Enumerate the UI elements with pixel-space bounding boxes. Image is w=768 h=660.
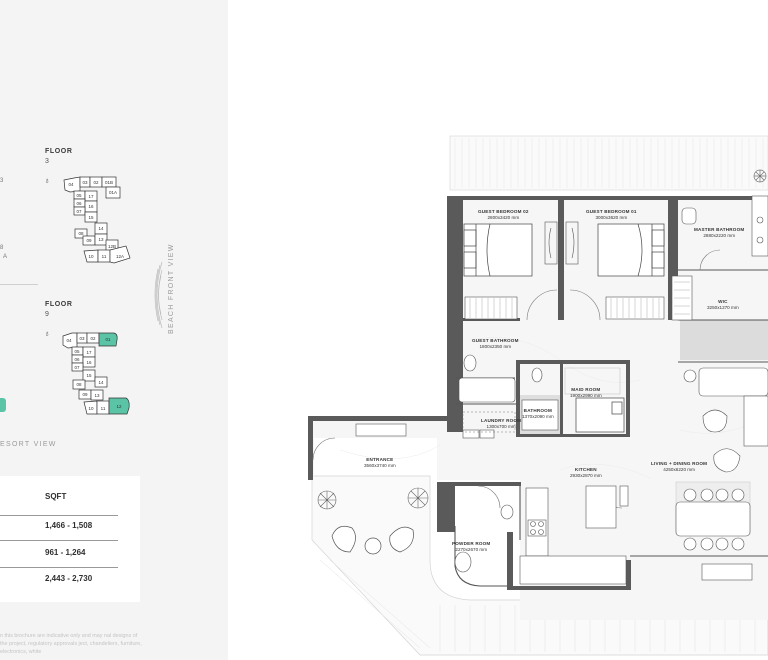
svg-text:17: 17 <box>86 350 92 355</box>
door-icon <box>312 249 721 509</box>
svg-text:06: 06 <box>76 201 82 206</box>
svg-text:04: 04 <box>66 338 72 343</box>
compass-icon: ♁ <box>44 176 50 185</box>
floor-selector-panel: 3 8 A FLOOR 3 ♁ <box>0 0 228 660</box>
edge-fragment: 3 <box>0 178 4 184</box>
floor-number: 3 <box>45 158 49 165</box>
edge-fragment: 8 <box>0 245 4 251</box>
svg-text:16: 16 <box>86 360 92 365</box>
svg-text:01B: 01B <box>105 180 113 185</box>
unit-13 <box>94 233 108 246</box>
svg-text:15: 15 <box>88 215 94 220</box>
svg-text:07: 07 <box>76 209 82 214</box>
unit-highlight-fragment <box>0 398 6 412</box>
svg-text:12B: 12B <box>108 244 116 249</box>
svg-text:08: 08 <box>78 231 84 236</box>
svg-text:02: 02 <box>93 180 99 185</box>
svg-text:03: 03 <box>79 336 85 341</box>
unit-07 <box>73 206 86 216</box>
svg-text:09: 09 <box>86 238 92 243</box>
svg-text:13: 13 <box>98 237 104 242</box>
resort-view-label: ESORT VIEW <box>0 441 57 448</box>
bed-icon <box>463 223 665 277</box>
table-row: 961 - 1,264 <box>45 548 86 557</box>
svg-text:01A: 01A <box>109 190 117 195</box>
unit-01 <box>98 332 118 347</box>
unit-16 <box>82 356 96 368</box>
floor-number: 9 <box>45 311 49 318</box>
floor-3-keyplan[interactable]: 04 03 02 01B 01A 05 17 06 16 07 15 08 14… <box>60 174 136 266</box>
svg-text:10: 10 <box>88 254 94 259</box>
sqft-table: SQFT 1,466 - 1,508 961 - 1,264 2,443 - 2… <box>0 476 140 602</box>
svg-text:16: 16 <box>88 204 94 209</box>
divider <box>0 540 118 541</box>
svg-text:11: 11 <box>102 254 107 259</box>
floor-9-keyplan[interactable]: 04 03 02 01 05 17 06 16 07 15 08 14 09 1… <box>60 330 136 420</box>
unit-01a <box>105 186 121 199</box>
floor-title: FLOOR <box>45 301 73 308</box>
waves-icon <box>154 261 163 329</box>
unit-08 <box>72 379 86 390</box>
svg-text:06: 06 <box>74 357 80 362</box>
floor-title: FLOOR <box>45 148 73 155</box>
svg-text:09: 09 <box>82 392 88 397</box>
plant-icon <box>753 169 767 183</box>
svg-text:13: 13 <box>94 393 100 398</box>
unit-13 <box>90 389 104 401</box>
svg-text:05: 05 <box>76 193 82 198</box>
unit-07 <box>71 362 84 372</box>
unit-15 <box>84 211 98 223</box>
svg-text:05: 05 <box>74 349 80 354</box>
svg-text:07: 07 <box>74 365 80 370</box>
unit-12a <box>109 245 131 264</box>
svg-text:01: 01 <box>105 337 111 342</box>
svg-text:14: 14 <box>98 226 104 231</box>
unit-15 <box>82 369 96 382</box>
compass-icon: ♁ <box>44 329 50 338</box>
svg-text:12: 12 <box>116 404 122 409</box>
svg-text:17: 17 <box>88 194 94 199</box>
wic-floor <box>680 320 768 360</box>
svg-text:12A: 12A <box>116 254 124 259</box>
table-row: 2,443 - 2,730 <box>45 574 93 583</box>
svg-text:14: 14 <box>98 380 104 385</box>
disclaimer-text: n this brochure are indicative only and … <box>0 633 142 655</box>
unit-12 <box>108 397 130 415</box>
unit-14 <box>94 376 108 388</box>
edge-fragment: A <box>3 254 8 260</box>
divider <box>0 567 118 568</box>
kitchen-fixtures <box>519 485 629 585</box>
table-header: SQFT <box>45 492 67 501</box>
svg-text:11: 11 <box>101 406 106 411</box>
bath-fixtures <box>454 195 768 573</box>
outdoor-seating <box>331 525 414 555</box>
svg-text:10: 10 <box>88 406 94 411</box>
divider <box>0 515 118 516</box>
svg-text:15: 15 <box>86 373 92 378</box>
svg-text:02: 02 <box>90 336 96 341</box>
svg-text:08: 08 <box>76 382 82 387</box>
svg-text:04: 04 <box>68 182 74 187</box>
divider <box>0 284 38 285</box>
table-row: 1,466 - 1,508 <box>45 521 93 530</box>
living-furniture <box>675 367 768 581</box>
walls <box>308 196 768 590</box>
wardrobe-icon <box>544 221 579 265</box>
unit-08 <box>74 228 88 239</box>
svg-text:03: 03 <box>82 180 88 185</box>
